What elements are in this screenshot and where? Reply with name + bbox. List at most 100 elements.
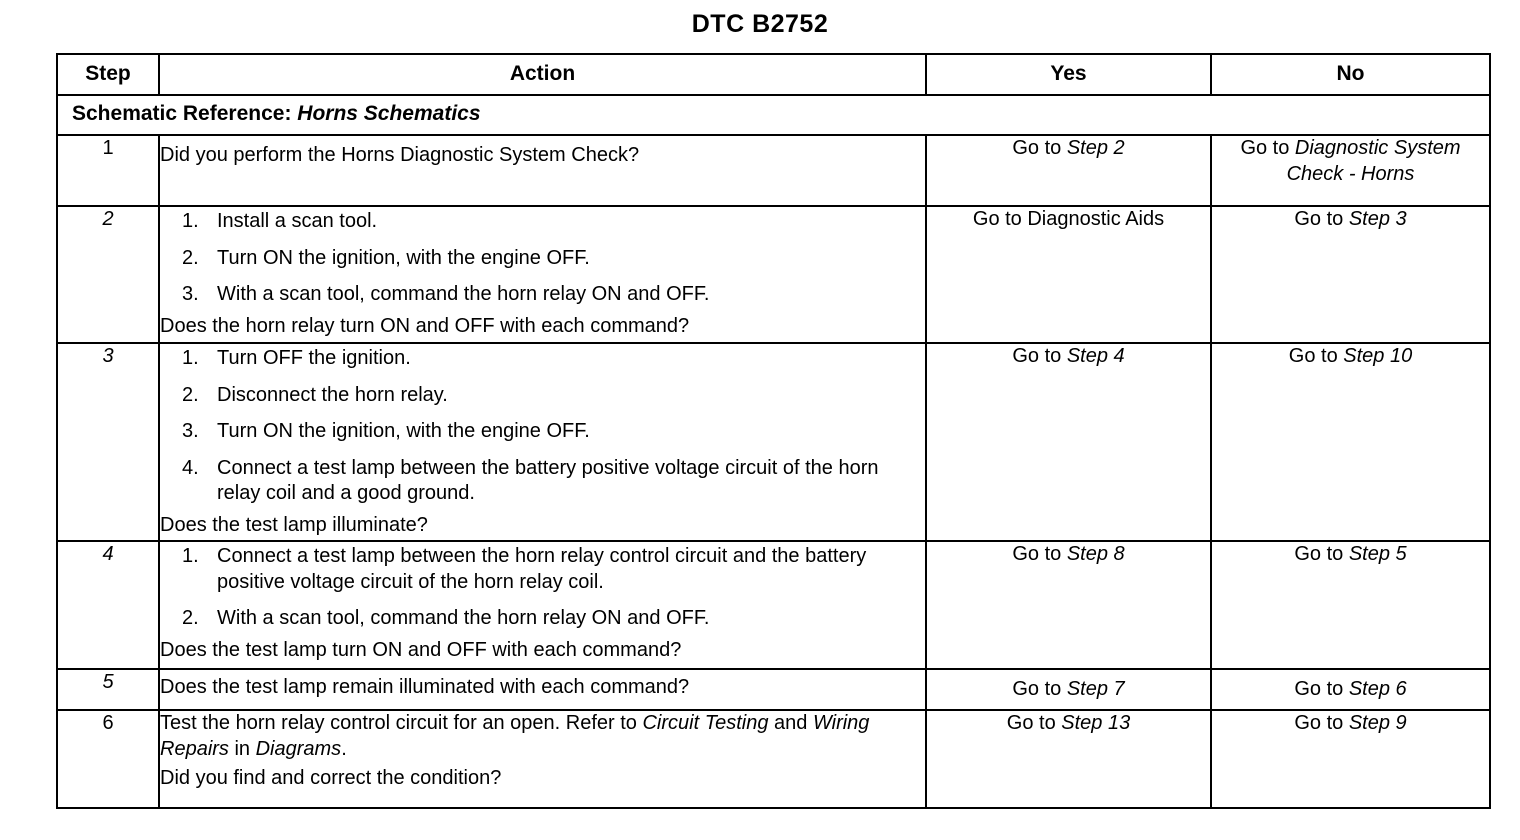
action-text-part3: in [228,737,256,760]
yes-ref-6: Step 13 [1061,712,1131,734]
yes-text-3: Go to Step 4 [927,344,1210,370]
yes-ref-1: Step 2 [1066,137,1125,159]
action-cell-6: Test the horn relay control circuit for … [158,709,927,809]
no-ref-3: Step 10 [1343,345,1413,367]
substep-list-4: 1. Connect a test lamp between the horn r… [160,544,925,632]
no-ref-1: Diagnostic System Check - Horns [1286,137,1461,185]
yes-cell-2: Go to Diagnostic Aids [925,205,1212,344]
action-question-3: Does the test lamp illuminate? [160,513,428,536]
substep-text: Turn OFF the ignition. [217,347,411,369]
action-text-part1: Test the horn relay control circuit for … [160,712,643,734]
table-row: 2 1. Install a scan tool. 2. Turn ON the i… [56,205,1491,344]
substep-text: With a scan tool, command the horn relay… [217,607,710,630]
yes-prefix-3: Go to [1012,345,1067,367]
substep-item: 4.Connect a test lamp between the batter… [160,456,925,507]
step-number-3: 3 [56,342,160,542]
substep-item: 2.With a scan tool, command the horn rel… [160,606,925,632]
yes-ref-4: Step 8 [1066,543,1125,565]
column-header-yes: Yes [925,53,1212,96]
step-number-1: 1 [56,134,160,207]
action-cell-2: 1. Install a scan tool. 2. Turn ON the ign… [158,205,927,344]
substep-number: 2. [182,246,199,269]
no-cell-4: Go to Step 5 [1210,540,1491,670]
action-text-part4: . [341,737,347,760]
column-header-action: Action [158,53,927,96]
no-text-3: Go to Step 10 [1212,344,1489,370]
no-ref-5: Step 6 [1348,677,1407,700]
action-ref-diagrams: Diagrams [255,737,342,760]
action-cell-3: 1. Turn OFF the ignition. 2.Disconnect th… [158,342,927,542]
substep-item: 2.Disconnect the horn relay. [160,383,925,409]
no-text-1: Go to Diagnostic System Check - Horns [1212,136,1489,187]
column-header-no: No [1210,53,1491,96]
substep-item: 3.Turn ON the ignition, with the engine … [160,419,925,445]
no-cell-3: Go to Step 10 [1210,342,1491,542]
no-prefix-5: Go to [1294,677,1349,700]
substep-number: 1. [182,347,199,369]
schematic-reference-label: Schematic Reference: [72,102,292,126]
substep-number: 3. [182,283,199,306]
no-cell-6: Go to Step 9 [1210,709,1491,809]
no-prefix-1: Go to [1240,137,1295,159]
substep-item: 1. Connect a test lamp between the horn r… [160,544,925,595]
no-prefix-3: Go to [1288,345,1344,367]
no-ref-6: Step 9 [1348,712,1407,734]
substep-text: Connect a test lamp between the horn rel… [217,545,867,593]
yes-cell-1: Go to Step 2 [925,134,1212,207]
yes-text-2: Go to Diagnostic Aids [927,207,1210,233]
yes-cell-4: Go to Step 8 [925,540,1212,670]
yes-prefix-6: Go to [1006,712,1062,734]
dtc-diagnostic-table: Step Action Yes No Schematic Reference: … [56,53,1491,809]
yes-ref-3: Step 4 [1066,345,1125,367]
action-question-4: Does the test lamp turn ON and OFF with … [160,638,682,661]
no-text-6: Go to Step 9 [1212,711,1489,737]
no-text-5: Go to Step 6 [1212,677,1489,703]
no-cell-1: Go to Diagnostic System Check - Horns [1210,134,1491,207]
action-cell-5: Does the test lamp remain illuminated wi… [158,668,927,711]
substep-text: Connect a test lamp between the battery … [217,456,879,505]
no-ref-2: Step 3 [1348,208,1407,230]
substep-text: Disconnect the horn relay. [217,383,448,406]
step-number-6: 6 [56,709,160,809]
action-question-2: Does the horn relay turn ON and OFF with… [160,314,690,337]
table-row: 6 Test the horn relay control circuit fo… [56,709,1491,809]
yes-text-5: Go to Step 7 [927,677,1210,703]
no-text-4: Go to Step 5 [1212,542,1489,568]
substep-text: Turn ON the ignition, with the engine OF… [217,246,590,269]
substep-number: 1. [182,545,199,567]
substep-text: Turn ON the ignition, with the engine OF… [217,420,590,443]
action-ref-wiring-repairs: Wiring Repairs [160,712,870,760]
substep-list-3: 1. Turn OFF the ignition. 2.Disconnect th… [160,346,925,507]
action-ref-circuit-testing: Circuit Testing [642,712,769,734]
yes-text-1: Go to Step 2 [927,136,1210,162]
action-cell-1: Did you perform the Horns Diagnostic Sys… [158,134,927,207]
action-text-part2: and [768,712,813,734]
no-cell-2: Go to Step 3 [1210,205,1491,344]
action-lead-6: Test the horn relay control circuit for … [160,711,925,762]
no-prefix-4: Go to [1294,543,1349,565]
column-header-step: Step [56,53,160,96]
yes-ref-5: Step 7 [1066,677,1125,700]
yes-text-6: Go to Step 13 [927,711,1210,737]
yes-cell-5: Go to Step 7 [925,668,1212,711]
step-number-4: 4 [56,540,160,670]
no-text-2: Go to Step 3 [1212,207,1489,233]
step-number-5: 5 [56,668,160,711]
substep-text: Install a scan tool. [217,210,378,232]
substep-number: 1. [182,210,199,232]
yes-cell-6: Go to Step 13 [925,709,1212,809]
substep-text: With a scan tool, command the horn relay… [217,283,710,306]
substep-list-2: 1. Install a scan tool. 2. Turn ON the ign… [160,209,925,308]
substep-item: 1. Turn OFF the ignition. [160,346,925,372]
yes-prefix-1: Go to [1012,137,1067,159]
substep-item: 1. Install a scan tool. [160,209,925,235]
yes-text-4: Go to Step 8 [927,542,1210,568]
no-ref-4: Step 5 [1348,543,1407,565]
schematic-reference-cell: Schematic Reference: Horns Schematics [56,94,1491,136]
no-prefix-2: Go to [1294,208,1349,230]
substep-item: 3. With a scan tool, command the horn rel… [160,282,925,308]
yes-cell-3: Go to Step 4 [925,342,1212,542]
step-number-2: 2 [56,205,160,344]
table-row: 5 Does the test lamp remain illuminated … [56,668,1491,711]
schematic-reference-value: Horns Schematics [297,102,481,126]
